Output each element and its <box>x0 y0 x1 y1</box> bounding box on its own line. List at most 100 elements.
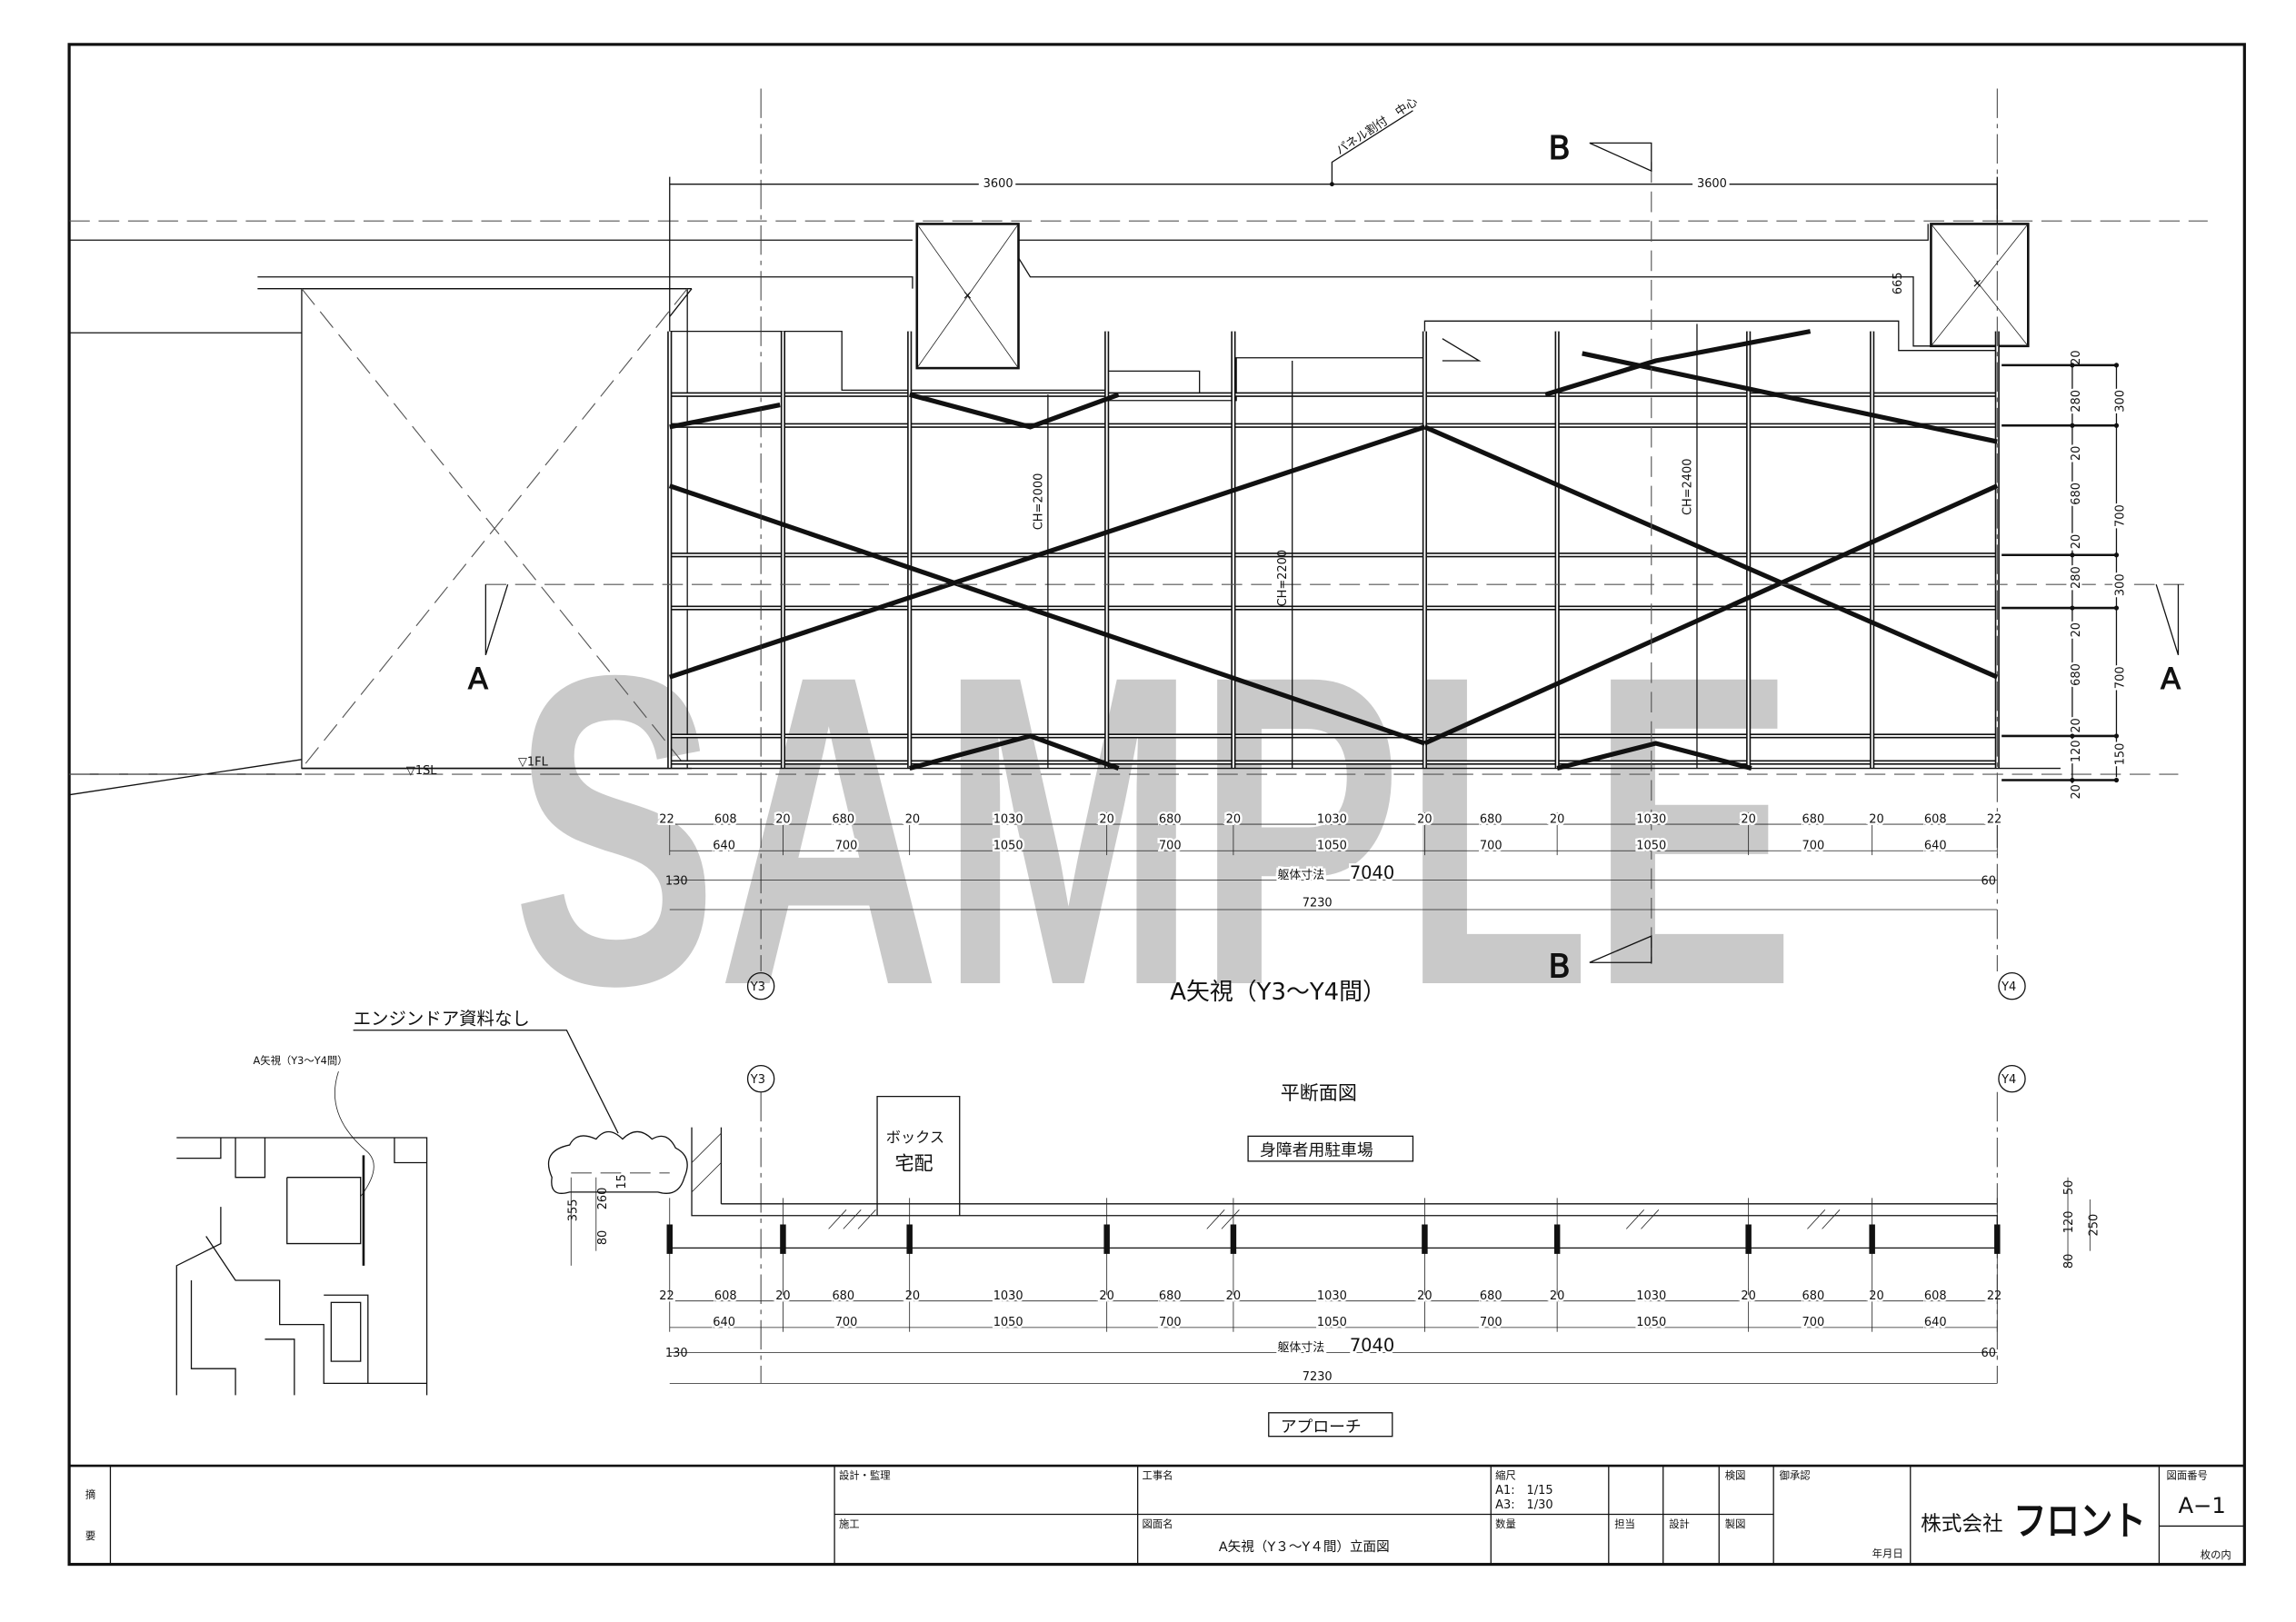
plan-title: 平断面図 <box>1281 1081 1357 1104</box>
dimension-label: 680 <box>1159 812 1182 826</box>
dimension-label: 608 <box>1924 812 1947 826</box>
section-mark-a-left: A <box>468 662 488 696</box>
dimension-label: 608 <box>1924 1289 1947 1303</box>
right-dimension-inner: 120 <box>2070 740 2083 762</box>
plan-left-dimension: 80 <box>596 1230 610 1245</box>
dimension-label: 20 <box>1869 812 1883 826</box>
dimension-label: 1050 <box>1317 1316 1347 1329</box>
dimension-dot <box>2070 733 2075 739</box>
section-mark-b-top: B <box>1548 130 1570 167</box>
dimension-label: 680 <box>1802 1289 1825 1303</box>
dimension-dot <box>2113 777 2120 783</box>
dimension-label: 640 <box>713 1316 735 1329</box>
svg-text:Y3: Y3 <box>750 980 765 994</box>
dimension-label: 1050 <box>1636 840 1666 853</box>
design-supervision-label: 設計・監理 <box>839 1469 891 1482</box>
plan-post <box>1103 1224 1110 1254</box>
dimension-label: 20 <box>775 1289 790 1303</box>
ch-2400-label: CH=2400 <box>1681 459 1694 516</box>
dimension-label: 20 <box>1550 812 1564 826</box>
body-dimension-label: 躯体寸法 <box>1277 868 1324 882</box>
right-dimension-inner: 20 <box>2070 784 2083 799</box>
sheets-label: 枚の内 <box>2201 1548 2231 1561</box>
right-dimension-inner: 20 <box>2070 718 2083 732</box>
dimension-label: 20 <box>1550 1289 1564 1303</box>
dim-3600-right: 3600 <box>1697 177 1727 191</box>
body-dimension-value: 7040 <box>1350 1335 1394 1356</box>
dimension-label: 20 <box>1741 812 1755 826</box>
dimension-dot <box>2070 363 2075 368</box>
dimension-label-60: 60 <box>1981 874 1995 888</box>
delivery-box-label-2: 宅配 <box>894 1152 933 1175</box>
right-dimension-outer: 700 <box>2114 504 2128 527</box>
plan-post <box>1994 1224 2001 1254</box>
dimension-label: 680 <box>1159 1289 1182 1303</box>
dimension-dot <box>2070 423 2075 428</box>
elevation-view: × × 665 <box>68 88 2208 1006</box>
dimension-label: 20 <box>1869 1289 1883 1303</box>
right-dimension-outer: 700 <box>2114 666 2128 689</box>
dimension-label-130: 130 <box>665 1347 688 1360</box>
right-dimension-inner: 20 <box>2070 622 2083 637</box>
plan-post <box>1422 1224 1428 1254</box>
company-prefix: 株式会社 <box>1921 1512 2003 1536</box>
dimension-label: 608 <box>714 1289 737 1303</box>
check-label: 検図 <box>1725 1469 1746 1482</box>
dimension-label: 1030 <box>1636 812 1666 826</box>
dimension-label-130: 130 <box>665 874 688 888</box>
drawing-number-label: 図面番号 <box>2167 1469 2208 1482</box>
grid-bubble-y4-plan: Y4 <box>1998 1064 2026 1093</box>
dimension-label: 700 <box>1480 840 1502 853</box>
design-label: 設計 <box>1669 1518 1690 1530</box>
right-dimension-inner: 280 <box>2070 390 2083 413</box>
key-plan: A矢視（Y3～Y4間） <box>175 1054 428 1396</box>
plan-left-dimension: 15 <box>615 1174 629 1189</box>
delivery-box-label-1: ボックス <box>886 1129 944 1146</box>
svg-text:×: × <box>1972 277 1982 291</box>
dimension-label: 640 <box>1924 840 1947 853</box>
ch-2200-label: CH=2200 <box>1276 550 1290 607</box>
dimension-label: 1030 <box>993 812 1023 826</box>
dimension-label: 1030 <box>993 1289 1023 1303</box>
dimension-label: 700 <box>1159 840 1182 853</box>
dim-665: 665 <box>1892 272 1905 294</box>
dimension-label: 20 <box>1099 812 1113 826</box>
dimension-dot <box>2113 423 2120 428</box>
plan-post <box>780 1224 786 1254</box>
right-dimension-outer: 300 <box>2114 390 2128 413</box>
dimension-label: 20 <box>905 1289 920 1303</box>
dimension-dot <box>2070 777 2075 783</box>
scale-a1: A1: 1/15 <box>1495 1484 1552 1498</box>
dimension-label: 680 <box>832 1289 854 1303</box>
svg-text:×: × <box>963 289 973 303</box>
plan-right-dimension: 50 <box>2062 1180 2076 1195</box>
dimension-label: 640 <box>713 840 735 853</box>
dimension-label: 22 <box>659 812 674 826</box>
dimension-label: 680 <box>1480 1289 1502 1303</box>
dimension-label: 680 <box>1480 812 1502 826</box>
drafting-label: 製図 <box>1725 1518 1746 1530</box>
dimension-label: 20 <box>775 812 790 826</box>
date-label: 年月日 <box>1872 1547 1903 1559</box>
dimension-label: 700 <box>1802 840 1825 853</box>
plan-right-dimension: 120 <box>2062 1211 2076 1234</box>
dimension-label: 22 <box>1987 1289 2002 1303</box>
drawing-name-label: 図面名 <box>1143 1518 1173 1530</box>
plan-left-dimension: 355 <box>567 1199 581 1222</box>
approach-label: アプローチ <box>1281 1418 1362 1437</box>
dimension-label: 700 <box>1802 1316 1825 1329</box>
svg-text:Y3: Y3 <box>750 1073 765 1087</box>
dimension-label: 700 <box>1480 1316 1502 1329</box>
right-dimension-inner: 280 <box>2070 566 2083 589</box>
dimension-label: 20 <box>905 812 920 826</box>
body-dimension-label: 躯体寸法 <box>1277 1340 1324 1355</box>
right-dimension-inner: 680 <box>2070 483 2083 505</box>
dimension-dot <box>2113 363 2120 368</box>
dimension-dot <box>2113 733 2120 739</box>
dimension-dot <box>2070 552 2075 558</box>
dimension-dot <box>2113 605 2120 611</box>
dimension-label: 20 <box>1741 1289 1755 1303</box>
section-mark-b-bottom: B <box>1548 948 1570 985</box>
dimension-label: 700 <box>1159 1316 1182 1329</box>
